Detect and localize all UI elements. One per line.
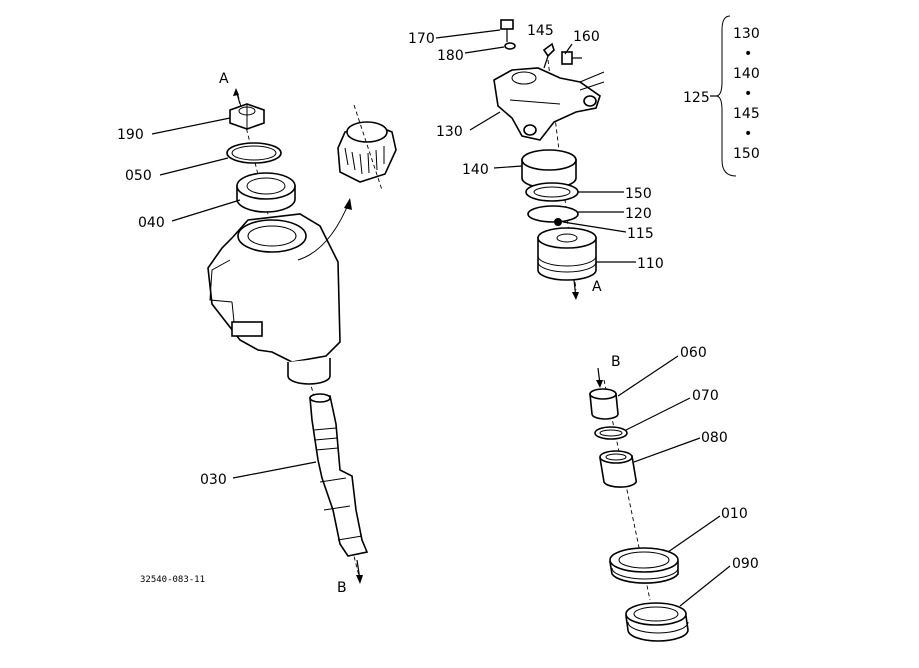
seal-070 — [594, 426, 628, 440]
leader-040 — [171, 199, 241, 222]
leader-030 — [232, 461, 317, 479]
kit-item-4: 150 — [733, 146, 760, 162]
kit-separator-1: • — [744, 46, 752, 62]
callout-010: 010 — [721, 506, 748, 522]
leader-190 — [151, 117, 231, 135]
marker-a-bottom: A — [572, 279, 602, 300]
callout-150: 150 — [625, 186, 652, 202]
callout-190: 190 — [117, 127, 144, 143]
callout-145: 145 — [527, 23, 554, 39]
shim-120 — [527, 205, 579, 223]
callout-040: 040 — [138, 215, 165, 231]
svg-text:B: B — [611, 354, 621, 370]
nut-190 — [229, 103, 265, 130]
steering-arm-130 — [493, 67, 605, 141]
figure-code: 32540-083-11 — [140, 575, 205, 585]
grease-nipple-145 — [542, 42, 555, 69]
callout-130: 130 — [436, 124, 463, 140]
leader-115 — [562, 221, 627, 233]
needle-bearing-080 — [599, 450, 638, 488]
bevel-gear — [337, 104, 397, 191]
kit-item-1: 130 — [733, 26, 760, 42]
svg-text:A: A — [219, 71, 229, 87]
gear-housing — [207, 198, 352, 385]
callout-160: 160 — [573, 29, 600, 45]
marker-b-bottom: B — [337, 559, 363, 596]
callout-110: 110 — [637, 256, 664, 272]
bushing-060 — [589, 388, 619, 420]
seal-150 — [525, 182, 579, 202]
callout-120: 120 — [625, 206, 652, 222]
piston-110 — [537, 227, 597, 281]
svg-text:A: A — [592, 279, 602, 295]
dust-seal-090 — [625, 602, 689, 642]
callout-060: 060 — [680, 345, 707, 361]
callout-080: 080 — [701, 430, 728, 446]
leader-010 — [667, 515, 721, 553]
kit-separator-3: • — [744, 126, 752, 142]
washer-180 — [504, 42, 516, 50]
bushing-140 — [521, 149, 577, 189]
leader-060 — [617, 355, 679, 397]
marker-a-top: A — [219, 71, 241, 105]
ball-115 — [554, 218, 562, 226]
leader-160 — [564, 43, 573, 55]
svg-text:B: B — [337, 580, 347, 596]
leader-080 — [633, 437, 701, 463]
snap-ring-050 — [226, 142, 282, 164]
kit-item-2: 140 — [733, 66, 760, 82]
callout-170: 170 — [408, 31, 435, 47]
kit-separator-2: • — [744, 86, 752, 102]
bearing-040 — [236, 172, 296, 213]
leader-180 — [464, 46, 505, 54]
shaft-030 — [309, 393, 369, 557]
leader-170 — [435, 29, 501, 39]
leader-140 — [493, 165, 523, 169]
kit-item-3: 145 — [733, 106, 760, 122]
callout-115: 115 — [627, 226, 654, 242]
callout-140: 140 — [462, 162, 489, 178]
kit-125-bracket: 125 130 • 140 • 145 • 150 — [683, 15, 760, 177]
ring-nut-010 — [609, 547, 679, 584]
screw-170 — [500, 19, 514, 42]
leader-070 — [625, 397, 691, 431]
callout-180: 180 — [437, 48, 464, 64]
leader-050 — [159, 157, 229, 176]
leader-090 — [679, 565, 731, 607]
marker-b-top: B — [596, 354, 621, 388]
leader-130 — [469, 111, 501, 131]
callout-030: 030 — [200, 472, 227, 488]
callout-050: 050 — [125, 168, 152, 184]
kit-number: 125 — [683, 90, 710, 106]
callout-090: 090 — [732, 556, 759, 572]
callout-070: 070 — [692, 388, 719, 404]
